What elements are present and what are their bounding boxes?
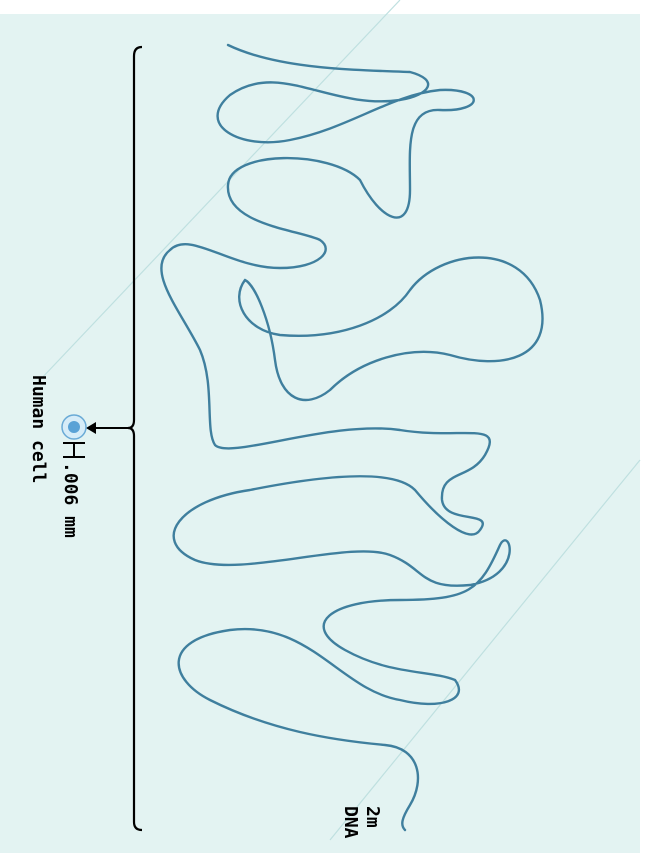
watermark-lines <box>40 0 640 840</box>
dna-strand-inner-loop <box>239 258 542 401</box>
length-bracket <box>128 47 142 830</box>
pointer-arrow <box>86 422 128 434</box>
dna-label: DNA <box>340 806 360 839</box>
dna-strand <box>161 45 509 830</box>
dna-length-label: 2m <box>362 806 382 828</box>
cell-label: Human cell <box>28 375 48 483</box>
human-cell-icon <box>62 415 86 439</box>
cell-size-label: .006 mm <box>60 462 80 538</box>
scale-tick <box>63 443 85 457</box>
